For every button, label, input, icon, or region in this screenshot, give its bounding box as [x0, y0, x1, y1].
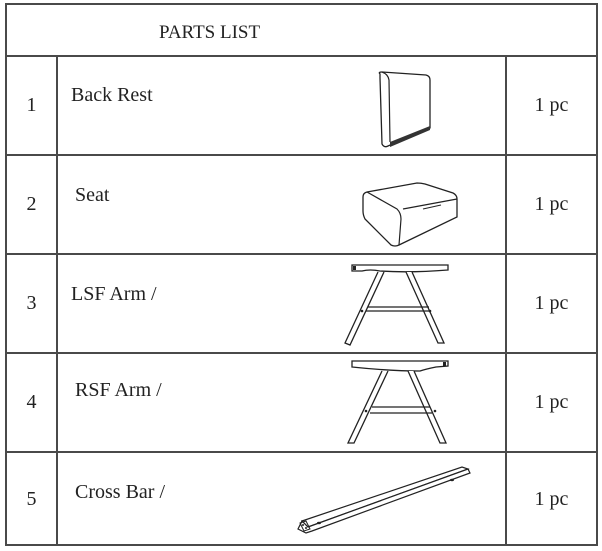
- part-name: Cross Bar /: [75, 481, 165, 503]
- seat-cushion-drawing-icon: [362, 182, 458, 247]
- part-number: 3: [7, 255, 58, 352]
- part-number: 4: [7, 354, 58, 451]
- part-name: Back Rest: [71, 84, 153, 106]
- part-quantity: 1 pc: [534, 292, 569, 314]
- table-row: 1 Back Rest 1 pc: [7, 57, 596, 156]
- cross-bar-drawing-icon: [297, 466, 471, 534]
- part-description-cell: Cross Bar /: [58, 453, 507, 546]
- parts-list-title: PARTS LIST: [159, 22, 261, 43]
- arm-frame-drawing-icon: [346, 360, 449, 444]
- parts-list-table: PARTS LIST 1 Back Rest 1 pc 2 Seat 1 pc: [5, 3, 598, 546]
- part-number: 1: [7, 57, 58, 154]
- part-quantity: 1 pc: [534, 94, 569, 116]
- part-name: RSF Arm /: [75, 379, 162, 401]
- table-row: 5 Cross Bar / 1 pc: [7, 453, 596, 546]
- part-quantity: 1 pc: [534, 193, 569, 215]
- part-quantity: 1 pc: [534, 391, 569, 413]
- part-description-cell: Back Rest: [58, 57, 507, 154]
- part-description-cell: Seat: [58, 156, 507, 253]
- part-description-cell: LSF Arm /: [58, 255, 507, 352]
- table-row: 3 LSF Arm / 1 pc: [7, 255, 596, 354]
- part-description-cell: RSF Arm /: [58, 354, 507, 451]
- table-row: 2 Seat 1 pc: [7, 156, 596, 255]
- table-header: PARTS LIST: [7, 5, 596, 57]
- arm-frame-drawing-icon: [344, 264, 449, 346]
- part-number: 5: [7, 453, 58, 546]
- back-rest-drawing-icon: [378, 71, 431, 148]
- part-name: LSF Arm /: [71, 283, 157, 305]
- part-name: Seat: [75, 184, 110, 206]
- part-quantity: 1 pc: [534, 488, 569, 510]
- part-number: 2: [7, 156, 58, 253]
- table-row: 4 RSF Arm / 1 pc: [7, 354, 596, 453]
